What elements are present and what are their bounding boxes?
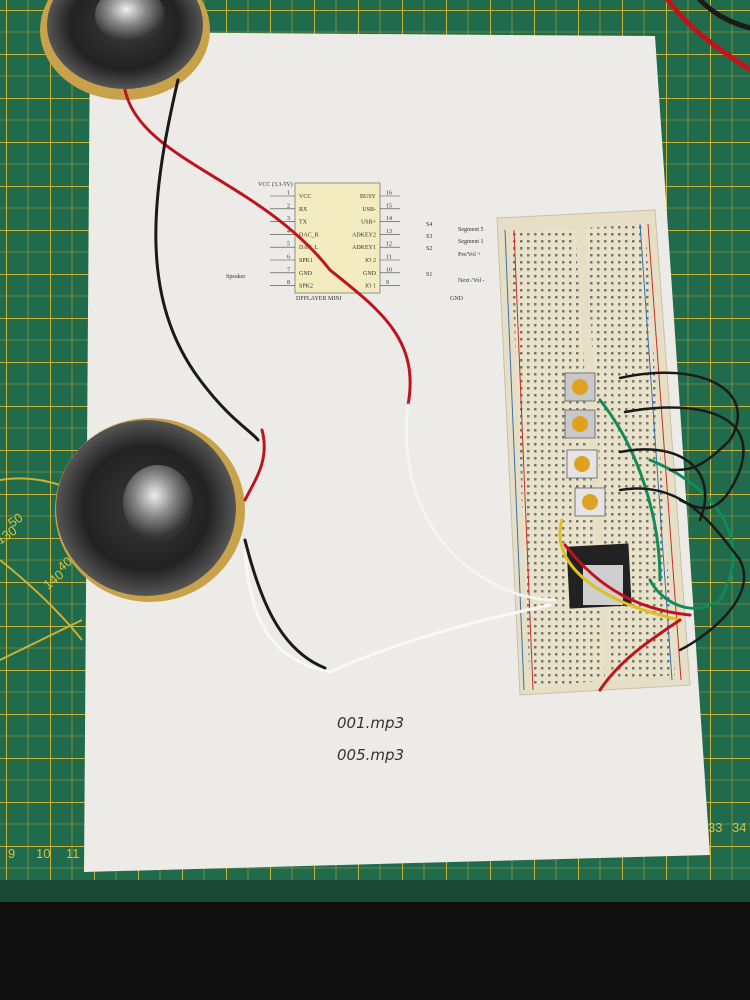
pin-number: 6 [287,255,290,261]
handwritten-note: 001.mp3 [337,714,404,732]
pin-number: 8 [287,280,290,286]
pin-number: 4 [287,229,290,235]
pin-number: 10 [386,267,392,273]
button-function-label: Segment 1 [458,239,484,245]
pin-number: 16 [386,191,392,197]
handwritten-note: 005.mp3 [337,746,404,764]
pin-number: 3 [287,216,290,222]
wires [123,0,750,692]
pin-number: 15 [386,203,392,209]
dfplayer-module [566,543,632,609]
pin-name: GND [363,271,377,277]
speaker-label: Speaker [226,274,245,280]
pin-name: BUSY [360,194,377,200]
ruler-number: 34 [732,820,746,835]
pin-number: 14 [386,216,392,222]
switch-label: S1 [426,272,432,278]
pin-number: 9 [386,280,389,286]
ruler-number: 11 [66,846,80,861]
vcc-label: VCC (3.3-5V) [258,181,293,188]
pin-name: VCC [299,194,311,200]
push-buttons [564,372,606,517]
table-edge [0,895,750,1000]
pin-name: SPK2 [299,284,313,290]
ruler-number: 50 [5,510,25,531]
pin-name: IO 1 [365,284,376,290]
pin-number: 5 [287,242,290,248]
pin-name: TX [299,220,308,226]
gnd-label: GND [450,296,464,302]
pin-number: 13 [386,229,392,235]
ruler-number: 33 [708,820,722,835]
pin-name: RX [299,207,308,213]
pin-name: ADKEY2 [352,232,376,238]
pin-number: 1 [287,191,290,197]
pin-number: 11 [386,255,392,261]
button-function-label: Pre/Vol + [458,252,481,258]
switch-label: S4 [426,222,432,228]
switch-label: S2 [426,246,432,252]
switch-label: S3 [426,234,432,240]
pin-name: USB+ [361,220,377,226]
pin-name: GND [299,271,313,277]
ruler-number: 10 [36,846,50,861]
pin-name: DAC_R [299,232,319,238]
pin-name: ADKEY1 [352,245,376,251]
pin-number: 2 [287,203,290,209]
pin-number: 12 [386,242,392,248]
speaker-top [40,0,210,100]
button-function-label: Next /Vol - [458,278,485,284]
ruler-number: 9 [8,846,15,861]
speaker-bottom [55,418,245,602]
button-function-label: Segment 5 [458,227,484,233]
pin-number: 7 [287,267,290,273]
pin-name: SPK1 [299,258,313,264]
pin-name: USB- [362,207,376,213]
chip-name: DFPLAYER MINI [296,296,342,302]
pin-name: IO 2 [365,258,376,264]
